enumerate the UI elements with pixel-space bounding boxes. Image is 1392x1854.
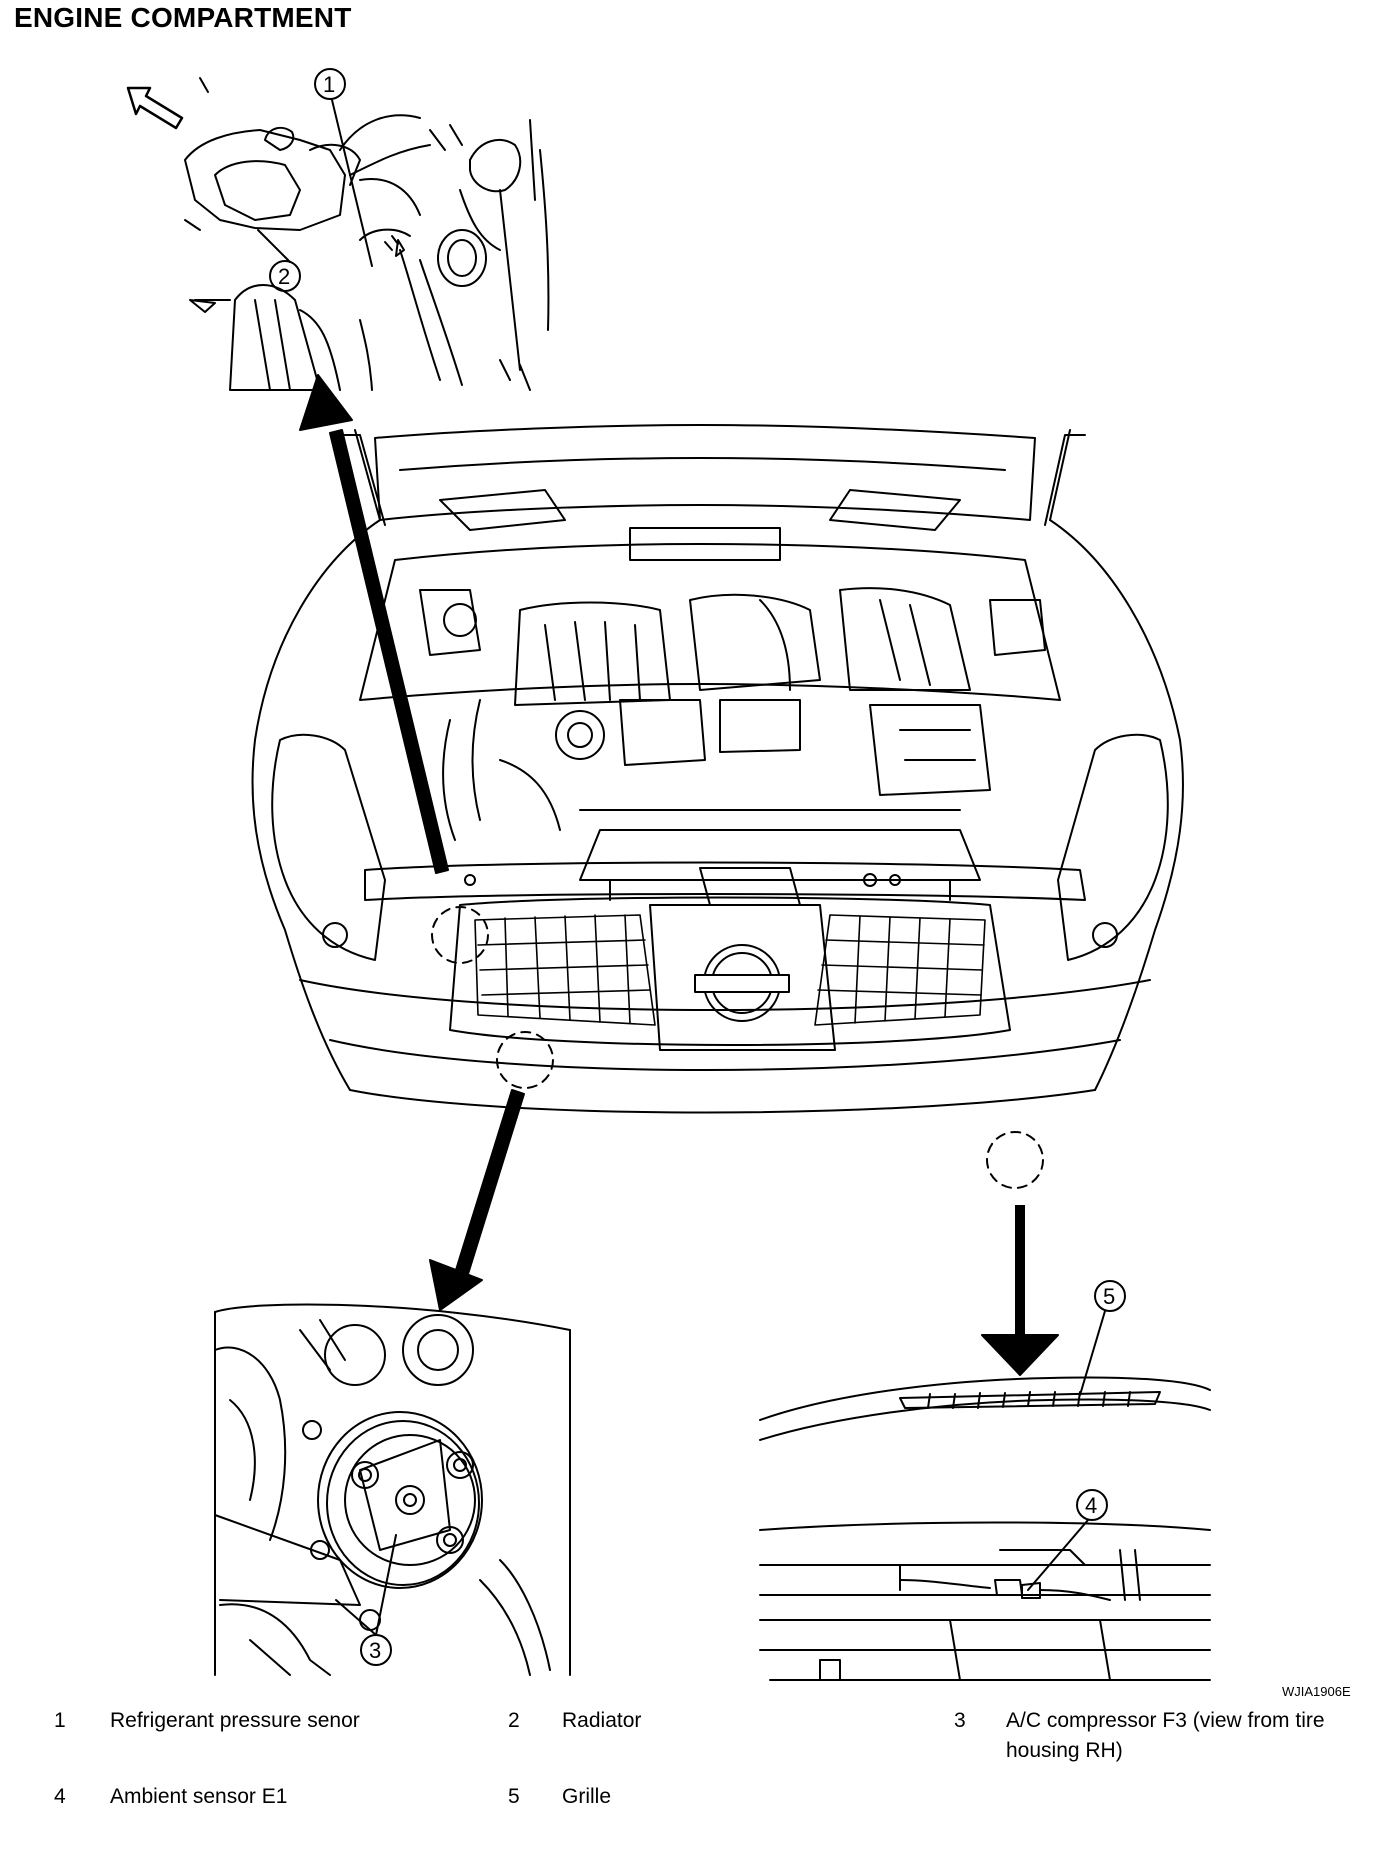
callout-2-label: 2 [278,264,290,289]
marker-ambient-sensor-area [431,906,489,964]
legend-number-3: 3 [954,1709,966,1732]
legend-number-5: 5 [508,1785,520,1808]
legend-number-1: 1 [54,1709,66,1732]
figure-id: WJIA1906E [1282,1684,1351,1699]
detail-view-grille [759,1376,1211,1681]
front-direction-arrow-icon [126,77,209,130]
legend-text-1: Refrigerant pressure senor [110,1709,360,1732]
legend-text-2: Radiator [562,1709,642,1732]
legend-number-4: 4 [54,1785,66,1808]
location-markers [431,906,1044,1189]
callout-2 [257,229,301,292]
callout-4 [1027,1489,1108,1591]
detail-view-top [184,114,550,391]
legend-text-5: Grille [562,1785,612,1808]
marker-compressor-area [496,1031,554,1089]
callout-5-label: 5 [1103,1284,1115,1309]
callout-3 [335,1534,397,1666]
page-title: ENGINE COMPARTMENT [14,2,352,33]
nissan-emblem-icon [694,944,790,1022]
callout-1-label: 1 [323,72,335,97]
callout-4-label: 4 [1085,1493,1097,1518]
pointer-arrow-compressor [429,1089,525,1311]
callout-3-label: 3 [369,1638,381,1663]
callout-5 [1079,1280,1126,1396]
pointer-arrow-grille [981,1205,1059,1376]
legend-text-3: A/C compressor F3 (view from tire housin… [1006,1709,1325,1762]
detail-view-compressor [214,1303,571,1676]
legend-number-2: 2 [508,1709,520,1732]
callout-1 [314,68,373,267]
marker-grille-area [986,1131,1044,1189]
car-front-illustration [251,424,1184,1114]
pointer-arrow-top [299,374,449,874]
legend-text-4: Ambient sensor E1 [110,1785,288,1808]
